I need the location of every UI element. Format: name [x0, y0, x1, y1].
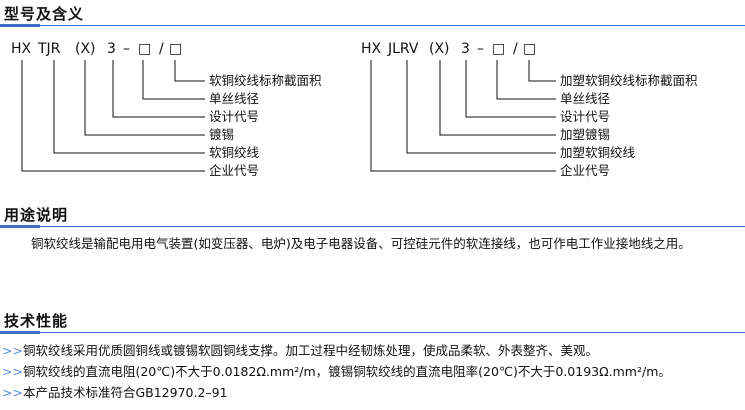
- code-token: /: [513, 41, 518, 57]
- label-company-code: 企业代号: [209, 163, 259, 178]
- code-token: HX: [11, 41, 32, 57]
- label-plastic-tin: 加塑镀锡: [560, 127, 610, 142]
- tech-item-text: 铜软绞线采用优质圆铜线或镀锡软圆铜线支撑。加工过程中经韧炼处理，使成品柔软、外表…: [22, 343, 598, 358]
- section-divider-tech: [0, 331, 745, 334]
- tech-item-text: 本产品技术标准符合GB12970.2–91: [22, 385, 228, 400]
- model-code-diagram: HX TJR (X) 3 – □ / □ 软铜绞线标称截面积 单丝线径 设计代号…: [11, 41, 698, 178]
- code-token: –: [477, 41, 484, 57]
- label-design-code: 设计代号: [560, 109, 610, 124]
- code-token: □: [138, 41, 151, 57]
- code-token: TJR: [37, 41, 61, 57]
- bullet-marker: >>: [2, 364, 23, 379]
- code-token: 3: [107, 41, 116, 57]
- section-divider-model: [0, 24, 745, 27]
- diagram-left: HX TJR (X) 3 – □ / □ 软铜绞线标称截面积 单丝线径 设计代号…: [11, 41, 322, 178]
- bullet-marker: >>: [2, 343, 23, 358]
- label-wire-diameter: 单丝线径: [560, 91, 610, 106]
- tech-item: >>铜软绞线的直流电阻(20℃)不大于0.0182Ω.mm²/m，镀锡铜软绞线的…: [2, 363, 742, 380]
- section-title-usage: 用途说明: [4, 206, 69, 224]
- tech-item: >>铜软绞线采用优质圆铜线或镀锡软圆铜线支撑。加工过程中经韧炼处理，使成品柔软、…: [2, 342, 742, 359]
- label-wire-diameter: 单丝线径: [209, 91, 259, 106]
- section-title-model: 型号及含义: [4, 5, 85, 23]
- code-token: (X): [75, 41, 96, 57]
- label-company-code: 企业代号: [560, 163, 610, 178]
- diagram-right: HX JLRV (X) 3 – □ / □ 加塑软铜绞线标称截面积 单丝线径 设…: [361, 41, 698, 178]
- tech-item-text: 铜软绞线的直流电阻(20℃)不大于0.0182Ω.mm²/m，镀锡铜软绞线的直流…: [22, 364, 671, 379]
- label-soft-copper: 软铜绞线: [209, 145, 260, 160]
- connector-lines: [21, 60, 205, 172]
- label-plastic-copper: 加塑软铜绞线: [560, 145, 636, 160]
- label-tin-plated: 镀锡: [209, 127, 234, 142]
- section-divider-usage: [0, 225, 745, 228]
- connector-lines: [370, 60, 556, 172]
- code-token: (X): [429, 41, 450, 57]
- section-title-tech: 技术性能: [4, 312, 69, 330]
- usage-description: 铜软绞线是输配电用电气装置(如变压器、电炉)及电子电器设备、可控硅元件的软连接线…: [31, 236, 691, 251]
- code-token: □: [169, 41, 182, 57]
- bullet-marker: >>: [2, 385, 23, 400]
- code-token: –: [123, 41, 130, 57]
- code-token: □: [492, 41, 505, 57]
- label-nominal-section: 软铜绞线标称截面积: [209, 73, 322, 88]
- code-token: □: [523, 41, 536, 57]
- code-token: HX: [361, 41, 382, 57]
- code-token: /: [159, 41, 164, 57]
- label-design-code: 设计代号: [209, 109, 259, 124]
- tech-item: >>本产品技术标准符合GB12970.2–91: [2, 384, 742, 401]
- code-token: JLRV: [387, 41, 419, 57]
- code-token: 3: [461, 41, 470, 57]
- label-nominal-section: 加塑软铜绞线标称截面积: [560, 73, 698, 88]
